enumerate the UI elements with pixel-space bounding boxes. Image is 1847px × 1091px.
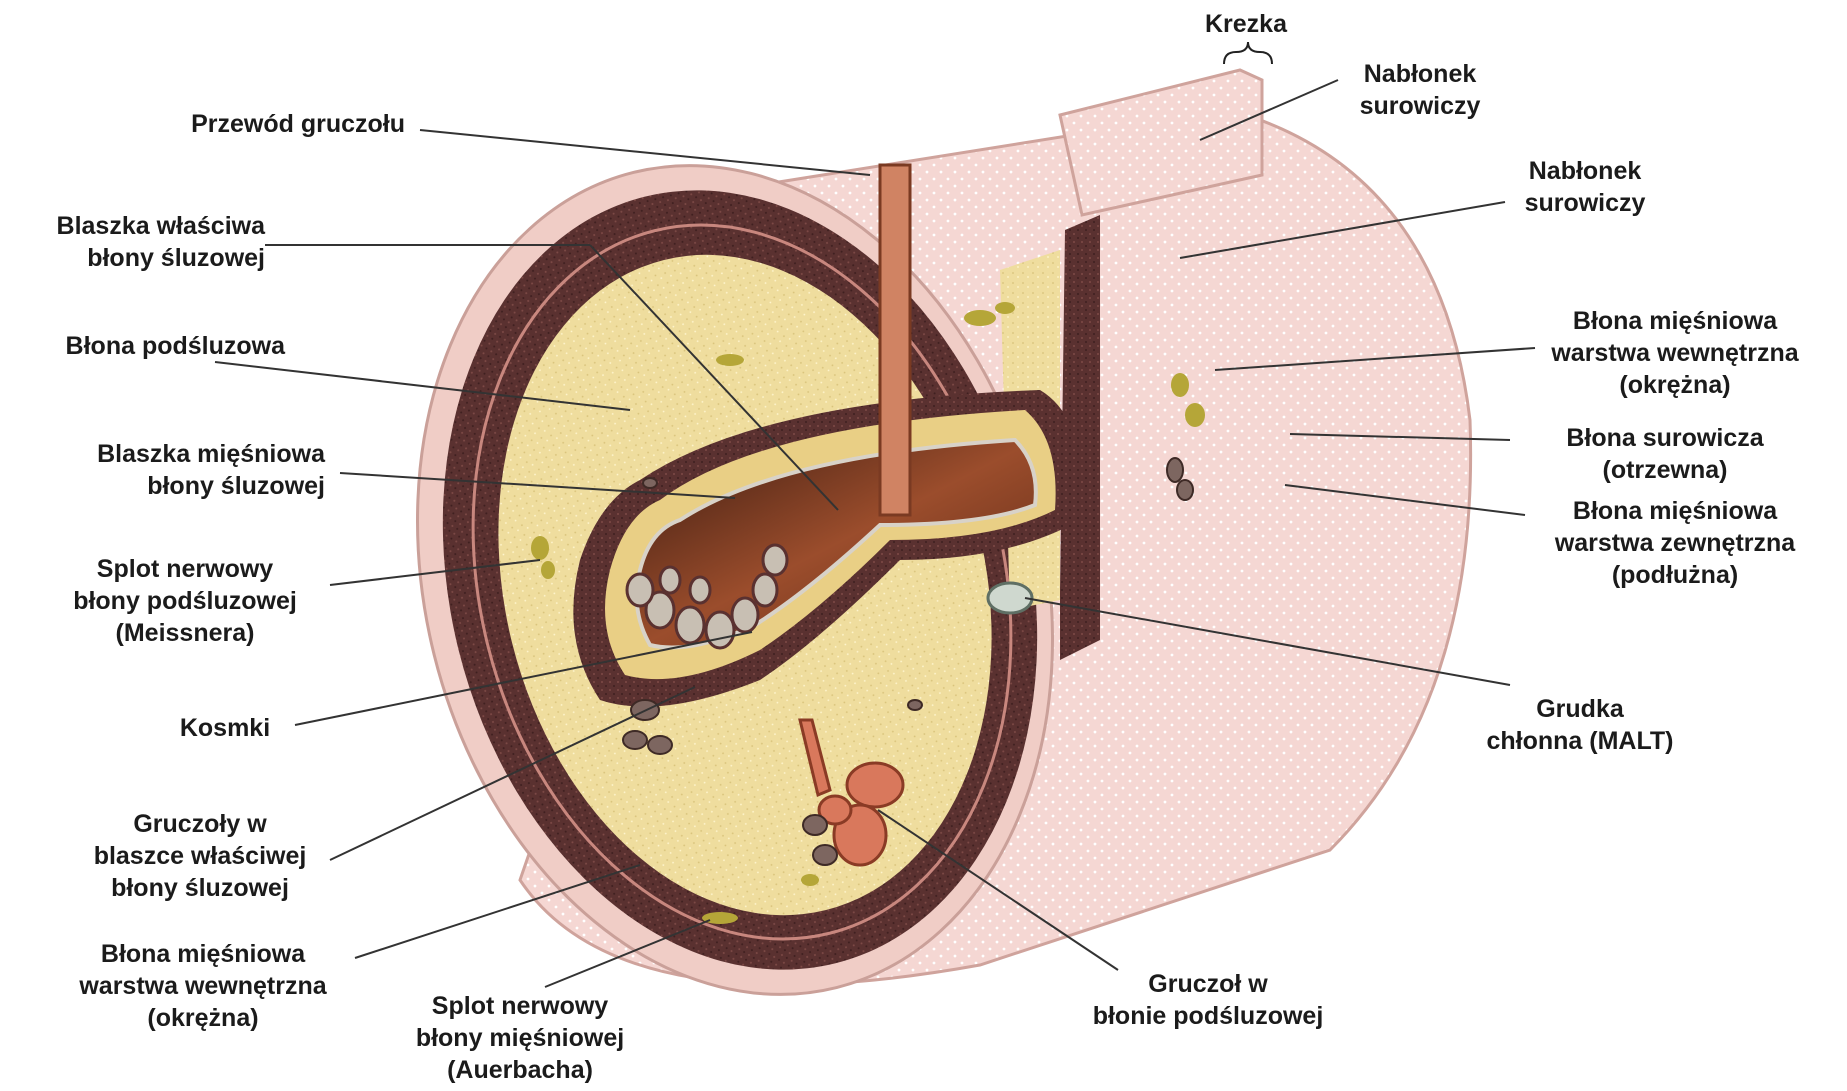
label-blona-miesniowa-podluzna: Błona mięśniowa warstwa zewnętrzna (podł… — [1520, 495, 1830, 591]
label-nablonek-top-line1: Nabłonek — [1340, 58, 1500, 90]
label-kosmki: Kosmki — [160, 712, 290, 744]
label-blaszka-miesniowa-line2: błony śluzowej — [55, 470, 325, 502]
label-bm-podluzna-line1: Błona mięśniowa — [1520, 495, 1830, 527]
label-splot-auerbacha-line2: błony mięśniowej — [390, 1022, 650, 1054]
label-nablonek-surowiczy-right: Nabłonek surowiczy — [1505, 155, 1665, 219]
label-krezka: Krezka — [1196, 8, 1296, 40]
mesentery-brace — [1224, 42, 1272, 64]
label-przewod-gruczolu: Przewód gruczołu — [110, 108, 405, 140]
label-blona-podsluzowa-line1: Błona podśluzowa — [20, 330, 285, 362]
label-blaszka-wlasciwa: Blaszka właściwa błony śluzowej — [5, 210, 265, 274]
label-bm-podluzna-line3: (podłużna) — [1520, 559, 1830, 591]
label-splot-auerbacha: Splot nerwowy błony mięśniowej (Auerbach… — [390, 990, 650, 1086]
label-bm-okrezna-right-line1: Błona mięśniowa — [1515, 305, 1835, 337]
label-nablonek-right-line1: Nabłonek — [1505, 155, 1665, 187]
label-blaszka-wlasciwa-line2: błony śluzowej — [5, 242, 265, 274]
label-bm-okrezna-left-line1: Błona mięśniowa — [48, 938, 358, 970]
label-grudka-chlonna: Grudka chłonna (MALT) — [1470, 693, 1690, 757]
label-splot-auerbacha-line1: Splot nerwowy — [390, 990, 650, 1022]
label-splot-meissnera-line3: (Meissnera) — [50, 617, 320, 649]
label-splot-auerbacha-line3: (Auerbacha) — [390, 1054, 650, 1086]
label-przewod-line1: Przewód gruczołu — [110, 108, 405, 140]
label-bm-okrezna-right-line2: warstwa wewnętrzna — [1515, 337, 1835, 369]
label-splot-meissnera: Splot nerwowy błony podśluzowej (Meissne… — [50, 553, 320, 649]
label-blona-miesniowa-okrezna-left: Błona mięśniowa warstwa wewnętrzna (okrę… — [48, 938, 358, 1034]
label-bm-okrezna-right-line3: (okrężna) — [1515, 369, 1835, 401]
label-gruczoly-line1: Gruczoły w — [70, 808, 330, 840]
label-grudka-line2: chłonna (MALT) — [1470, 725, 1690, 757]
label-nablonek-right-line2: surowiczy — [1505, 187, 1665, 219]
label-gruczol-line2: błonie podśluzowej — [1058, 1000, 1358, 1032]
label-blaszka-miesniowa-line1: Blaszka mięśniowa — [55, 438, 325, 470]
label-gruczol-w-blonie-podsluzowej: Gruczoł w błonie podśluzowej — [1058, 968, 1358, 1032]
label-blaszka-wlasciwa-line1: Blaszka właściwa — [5, 210, 265, 242]
label-nablonek-top-line2: surowiczy — [1340, 90, 1500, 122]
label-kosmki-line1: Kosmki — [160, 712, 290, 744]
label-blaszka-miesniowa: Blaszka mięśniowa błony śluzowej — [55, 438, 325, 502]
label-gruczoly-line2: blaszce właściwej — [70, 840, 330, 872]
label-gruczol-line1: Gruczoł w — [1058, 968, 1358, 1000]
label-krezka-line1: Krezka — [1196, 8, 1296, 40]
gland-duct — [880, 165, 910, 515]
label-grudka-line1: Grudka — [1470, 693, 1690, 725]
label-blona-surowicza-line2: (otrzewna) — [1520, 454, 1810, 486]
label-blona-miesniowa-okrezna-right: Błona mięśniowa warstwa wewnętrzna (okrę… — [1515, 305, 1835, 401]
label-blona-surowicza: Błona surowicza (otrzewna) — [1520, 422, 1810, 486]
label-bm-okrezna-left-line3: (okrężna) — [48, 1002, 358, 1034]
label-splot-meissnera-line2: błony podśluzowej — [50, 585, 320, 617]
label-gruczoly-w-blaszce: Gruczoły w blaszce właściwej błony śluzo… — [70, 808, 330, 904]
label-blona-surowicza-line1: Błona surowicza — [1520, 422, 1810, 454]
label-bm-podluzna-line2: warstwa zewnętrzna — [1520, 527, 1830, 559]
label-nablonek-surowiczy-top: Nabłonek surowiczy — [1340, 58, 1500, 122]
label-bm-okrezna-left-line2: warstwa wewnętrzna — [48, 970, 358, 1002]
label-blona-podsluzowa: Błona podśluzowa — [20, 330, 285, 362]
label-splot-meissnera-line1: Splot nerwowy — [50, 553, 320, 585]
label-gruczoly-line3: błony śluzowej — [70, 872, 330, 904]
